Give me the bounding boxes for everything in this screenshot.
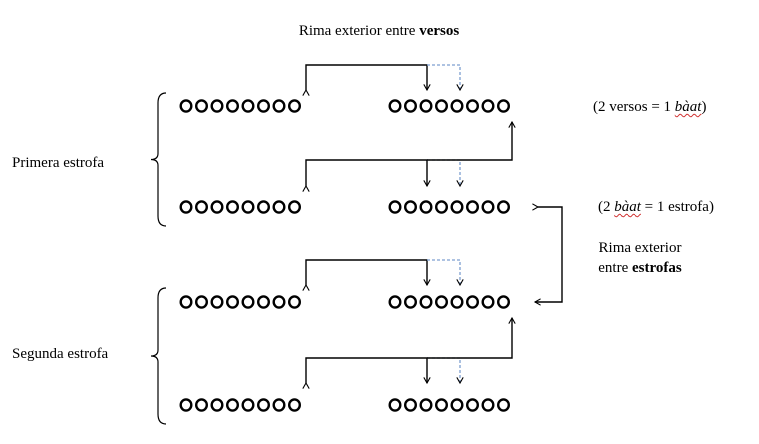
syllable-circle xyxy=(241,295,255,309)
syllable-circle xyxy=(497,99,511,113)
syllable-circle xyxy=(388,295,402,309)
syllable-circle xyxy=(241,99,255,113)
syllable-circle xyxy=(210,200,224,214)
syllable-circle xyxy=(404,99,418,113)
syllable-circle xyxy=(466,295,480,309)
syllable-circle xyxy=(419,398,433,412)
syllable-circle xyxy=(419,295,433,309)
stanza-label-first: Primera estrofa xyxy=(12,155,105,171)
rhyme-connectors xyxy=(302,64,563,389)
syllable-circle xyxy=(257,200,271,214)
stanza-rhyme-label: Rima exterior entre estrofas xyxy=(598,240,682,276)
rhyme-arrow-dashed xyxy=(427,159,464,188)
syllable-circle xyxy=(388,99,402,113)
note-baat-per-stanza: (2 bàat = 1 estrofa) xyxy=(598,199,714,215)
syllable-circle xyxy=(435,398,449,412)
syllable-circle xyxy=(225,99,239,113)
syllable-circle xyxy=(450,200,464,214)
note-verses-per-baat: (2 versos = 1 bàat) xyxy=(593,99,707,115)
syllable-circle xyxy=(419,99,433,113)
syllable-circle xyxy=(225,200,239,214)
return-arrow xyxy=(427,120,516,161)
rhyme-arrow-dashed xyxy=(427,64,464,92)
syllable-circle xyxy=(481,200,495,214)
syllable-circle xyxy=(194,99,208,113)
syllable-circle xyxy=(210,99,224,113)
syllable-circle xyxy=(481,295,495,309)
diagram-title: Rima exterior entre versos xyxy=(298,23,460,39)
syllable-circle xyxy=(179,295,193,309)
syllable-circle xyxy=(272,99,286,113)
syllable-circle xyxy=(388,398,402,412)
syllable-circle xyxy=(241,398,255,412)
syllable-circle xyxy=(288,295,302,309)
stanza-braces xyxy=(150,92,167,425)
title-bold-word: versos xyxy=(419,23,460,39)
syllable-circle xyxy=(404,200,418,214)
note-term-baat: bàat xyxy=(674,99,702,115)
syllable-circle xyxy=(210,398,224,412)
return-arrow xyxy=(427,316,516,359)
syllable-circle xyxy=(225,398,239,412)
syllable-circle xyxy=(272,398,286,412)
syllable-circle xyxy=(435,200,449,214)
syllable-circle xyxy=(466,398,480,412)
rhyme-arrow xyxy=(302,159,431,192)
rhyme-arrow xyxy=(302,259,431,291)
syllable-circle xyxy=(194,398,208,412)
syllable-circle xyxy=(272,200,286,214)
syllable-circle xyxy=(288,99,302,113)
stanza-brace xyxy=(150,287,167,425)
syllable-circle xyxy=(466,200,480,214)
syllable-circle xyxy=(257,398,271,412)
syllable-circle xyxy=(435,99,449,113)
rhyme-arrow xyxy=(302,357,431,389)
syllable-circle xyxy=(179,200,193,214)
syllable-circle xyxy=(404,398,418,412)
syllable-circle xyxy=(481,398,495,412)
syllable-circle xyxy=(194,295,208,309)
syllable-circle xyxy=(481,99,495,113)
stanza-label-second: Segunda estrofa xyxy=(12,346,109,362)
syllable-circles xyxy=(179,99,511,412)
rhyme-arrow-dashed xyxy=(427,259,464,287)
note-term-baat: bàat xyxy=(614,199,641,215)
stanza-rhyme-arrow xyxy=(532,203,563,306)
syllable-circle xyxy=(419,200,433,214)
syllable-circle xyxy=(497,295,511,309)
syllable-circle xyxy=(179,398,193,412)
syllable-circle xyxy=(450,99,464,113)
syllable-circle xyxy=(404,295,418,309)
syllable-circle xyxy=(497,200,511,214)
syllable-circle xyxy=(466,99,480,113)
syllable-circle xyxy=(388,200,402,214)
syllable-circle xyxy=(194,200,208,214)
stanza-rhyme-bold-word: estrofas xyxy=(632,260,682,276)
stanza-brace xyxy=(150,92,167,227)
rhyme-arrow xyxy=(302,64,431,96)
syllable-circle xyxy=(288,398,302,412)
syllable-circle xyxy=(257,99,271,113)
syllable-circle xyxy=(241,200,255,214)
syllable-circle xyxy=(179,99,193,113)
syllable-circle xyxy=(450,295,464,309)
syllable-circle xyxy=(435,295,449,309)
syllable-circle xyxy=(225,295,239,309)
syllable-circle xyxy=(257,295,271,309)
rhyme-arrow-dashed xyxy=(427,357,464,385)
syllable-circle xyxy=(450,398,464,412)
syllable-circle xyxy=(210,295,224,309)
syllable-circle xyxy=(272,295,286,309)
syllable-circle xyxy=(288,200,302,214)
syllable-circle xyxy=(497,398,511,412)
